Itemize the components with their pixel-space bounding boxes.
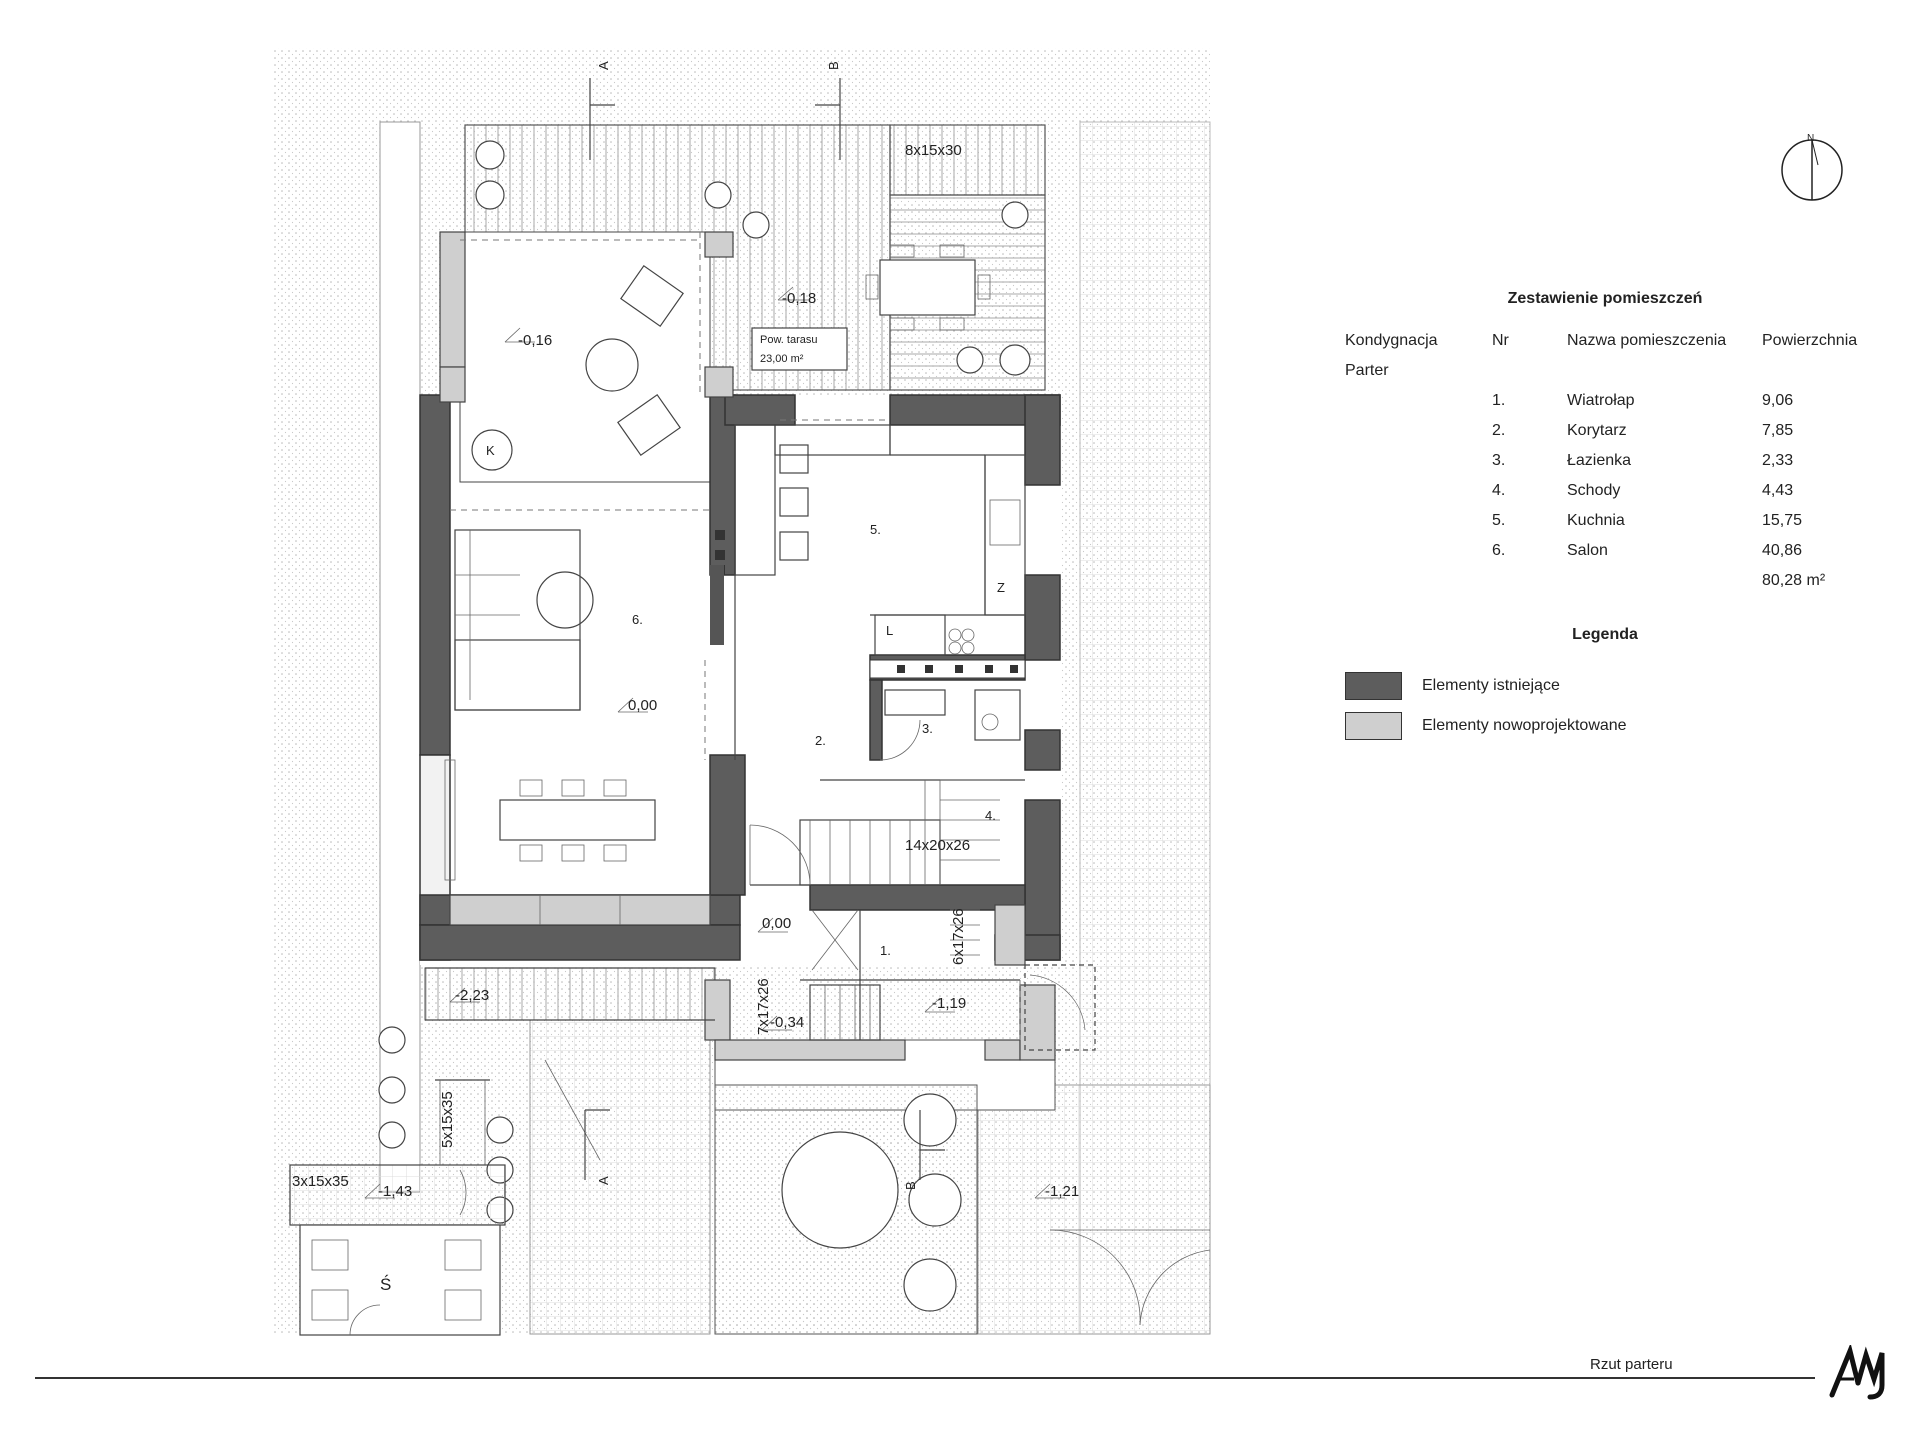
header-area: Powierzchnia — [1762, 332, 1858, 349]
table-row: 6. Salon 40,86 — [1345, 536, 1905, 566]
east-garden-doors — [1049, 1229, 1211, 1326]
header-nr: Nr — [1492, 332, 1509, 349]
room-label-3: 3. — [922, 721, 933, 736]
stairs-label-entry: 7x17x26 — [755, 978, 772, 1035]
room-area: 7,85 — [1762, 422, 1794, 439]
legend-label-existing: Elementy istniejące — [1422, 677, 1560, 694]
total-area: 80,28 m² — [1762, 572, 1826, 589]
symbol-k: K — [486, 443, 495, 458]
room-name: Łazienka — [1567, 452, 1632, 469]
symbol-l: L — [886, 623, 893, 638]
annex-floor — [459, 231, 711, 483]
terrace-upper-steps — [889, 124, 1046, 196]
room-name: Kuchnia — [1567, 512, 1625, 529]
legend-item-existing: Elementy istniejące — [1345, 666, 1905, 706]
kitchen-column-strip — [869, 659, 1026, 679]
terrace-area-label: Pow. tarasu — [760, 334, 817, 346]
table-row: 3. Łazienka 2,33 — [1345, 446, 1905, 476]
north-label: N — [1807, 133, 1814, 144]
room-nr: 2. — [1492, 422, 1506, 439]
table-row: 2. Korytarz 7,85 — [1345, 416, 1905, 446]
room-label-2: 2. — [815, 733, 826, 748]
table-row: 1. Wiatrołap 9,06 — [1345, 386, 1905, 416]
room-label-5: 5. — [870, 522, 881, 537]
entry-stairs — [809, 909, 1096, 1051]
room-name: Korytarz — [1567, 422, 1627, 439]
symbol-s: Ś — [380, 1275, 391, 1294]
floor-name: Parter — [1345, 362, 1389, 379]
room-name: Salon — [1567, 542, 1608, 559]
room-label-1: 1. — [880, 943, 891, 958]
room-area: 4,43 — [1762, 482, 1794, 499]
schedule-header-row: Kondygnacja Nr Nazwa pomieszczenia Powie… — [1345, 326, 1905, 356]
stairs-label-sw: 3x15x35 — [292, 1173, 349, 1190]
room-area: 2,33 — [1762, 452, 1794, 469]
terrace-table — [751, 244, 991, 371]
room-schedule: Zestawienie pomieszczeń Kondygnacja Nr N… — [1345, 290, 1905, 746]
stairs-label-main: 14x20x26 — [905, 837, 970, 854]
legend-item-new: Elementy nowoprojektowane — [1345, 706, 1905, 746]
room-label-6: 6. — [632, 612, 643, 627]
section-label-b-top: B — [826, 61, 841, 70]
header-floor: Kondygnacja — [1345, 332, 1438, 349]
level-marker-glyphs — [364, 286, 1065, 1199]
lower-terrace-decking — [424, 967, 716, 1021]
room-nr: 4. — [1492, 482, 1506, 499]
kitchen-units — [710, 424, 1026, 679]
new-walls — [439, 231, 1056, 1061]
level-annex: -0,16 — [518, 332, 552, 349]
legend-label-new: Elementy nowoprojektowane — [1422, 717, 1627, 734]
schedule-title: Zestawienie pomieszczeń — [1507, 290, 1703, 307]
room-nr: 3. — [1492, 452, 1506, 469]
header-room-name: Nazwa pomieszczenia — [1567, 332, 1727, 349]
symbol-z: Z — [997, 580, 1005, 595]
section-label-a-bottom: A — [596, 1176, 611, 1185]
level-entry-stairs: -0,34 — [770, 1014, 804, 1031]
room-nr: 5. — [1492, 512, 1506, 529]
footer-divider — [35, 1377, 1815, 1379]
room-area: 15,75 — [1762, 512, 1803, 529]
bathroom-fixtures — [879, 689, 1021, 761]
schedule-total-row: 80,28 m² — [1345, 566, 1905, 596]
room-nr: 1. — [1492, 392, 1506, 409]
legend-swatch-new — [1345, 712, 1402, 740]
level-salon: 0,00 — [628, 697, 657, 714]
north-arrow — [1781, 139, 1843, 201]
terrace-area-value: 23,00 m² — [760, 353, 804, 365]
room-name: Wiatrołap — [1567, 392, 1635, 409]
schedule-floor-row: Parter — [1345, 356, 1905, 386]
section-markers — [584, 78, 945, 1180]
drawing-title: Rzut parteru — [1590, 1356, 1673, 1373]
salon-furniture — [444, 529, 656, 925]
level-terrace: -0,18 — [782, 290, 816, 307]
main-stairs — [749, 779, 1000, 886]
table-row: 5. Kuchnia 15,75 — [1345, 506, 1905, 536]
level-corridor: 0,00 — [762, 915, 791, 932]
legend-title: Legenda — [1572, 626, 1638, 643]
section-label-a-top: A — [596, 61, 611, 70]
south-west-entrance — [289, 1079, 506, 1336]
annex-furniture — [460, 239, 700, 471]
room-nr: 6. — [1492, 542, 1506, 559]
paving-south-ramp — [529, 1019, 711, 1335]
stairs-label-west: 5x15x35 — [439, 1091, 456, 1148]
garden-strip-west — [379, 121, 421, 1193]
lower-terrace — [425, 967, 715, 1161]
level-lower-terrace: -2,23 — [455, 987, 489, 1004]
room-area: 9,06 — [1762, 392, 1794, 409]
stairs-label-vestibule: 6x17x26 — [950, 908, 967, 965]
level-vestibule: -1,19 — [932, 995, 966, 1012]
amj-logo-icon — [1829, 1345, 1885, 1400]
section-label-b-bottom: B — [903, 1181, 918, 1190]
paving-south-east — [977, 1084, 1211, 1335]
room-label-4: 4. — [985, 808, 996, 823]
table-row: 4. Schody 4,43 — [1345, 476, 1905, 506]
stairs-label-terrace: 8x15x30 — [905, 142, 962, 159]
room-name: Schody — [1567, 482, 1621, 499]
level-east-garden: -1,21 — [1045, 1183, 1079, 1200]
room-area: 40,86 — [1762, 542, 1803, 559]
level-sw-entrance: -1,43 — [378, 1183, 412, 1200]
legend-swatch-existing — [1345, 672, 1402, 700]
